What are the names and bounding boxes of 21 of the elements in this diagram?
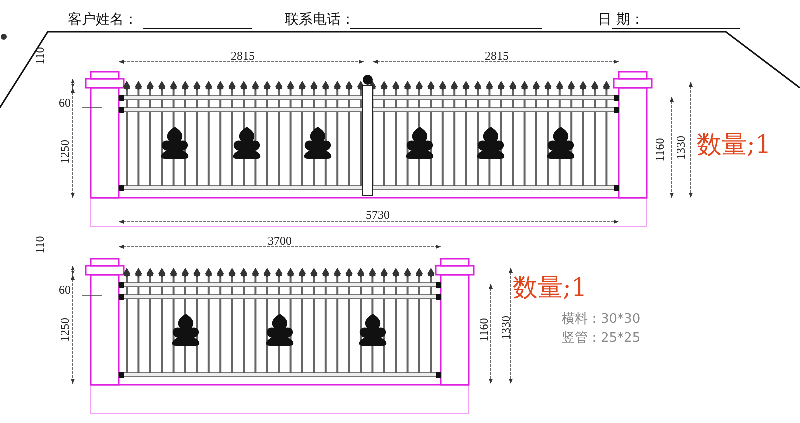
dimension-value: 1160	[654, 138, 666, 162]
form-field-label: 联系电话：	[285, 13, 355, 27]
material-spec-note: 横料：30*30	[562, 313, 641, 326]
dimension-value: 1330	[675, 136, 687, 160]
dimension-value: 1250	[59, 140, 71, 164]
quantity-note: 数量;1	[697, 132, 772, 157]
quantity-note: 数量;1	[513, 275, 588, 300]
dimension-value: 2815	[231, 50, 255, 62]
material-spec-note: 竖管：25*25	[562, 332, 641, 345]
dimension-value: 5730	[366, 209, 390, 221]
dimension-value: 3700	[268, 235, 292, 247]
dimension-value: 1330	[500, 316, 512, 340]
form-field-label: 日 期：	[598, 13, 644, 27]
dimension-value: 1160	[478, 318, 490, 342]
dimension-value: 60	[59, 284, 71, 296]
dimension-value: 1250	[59, 318, 71, 342]
dimension-value: 110	[34, 236, 46, 254]
dimension-value: 110	[34, 47, 46, 65]
dimension-value: 60	[59, 97, 71, 109]
dimension-value: 2815	[485, 50, 509, 62]
form-field-label: 客户姓名：	[68, 13, 138, 27]
